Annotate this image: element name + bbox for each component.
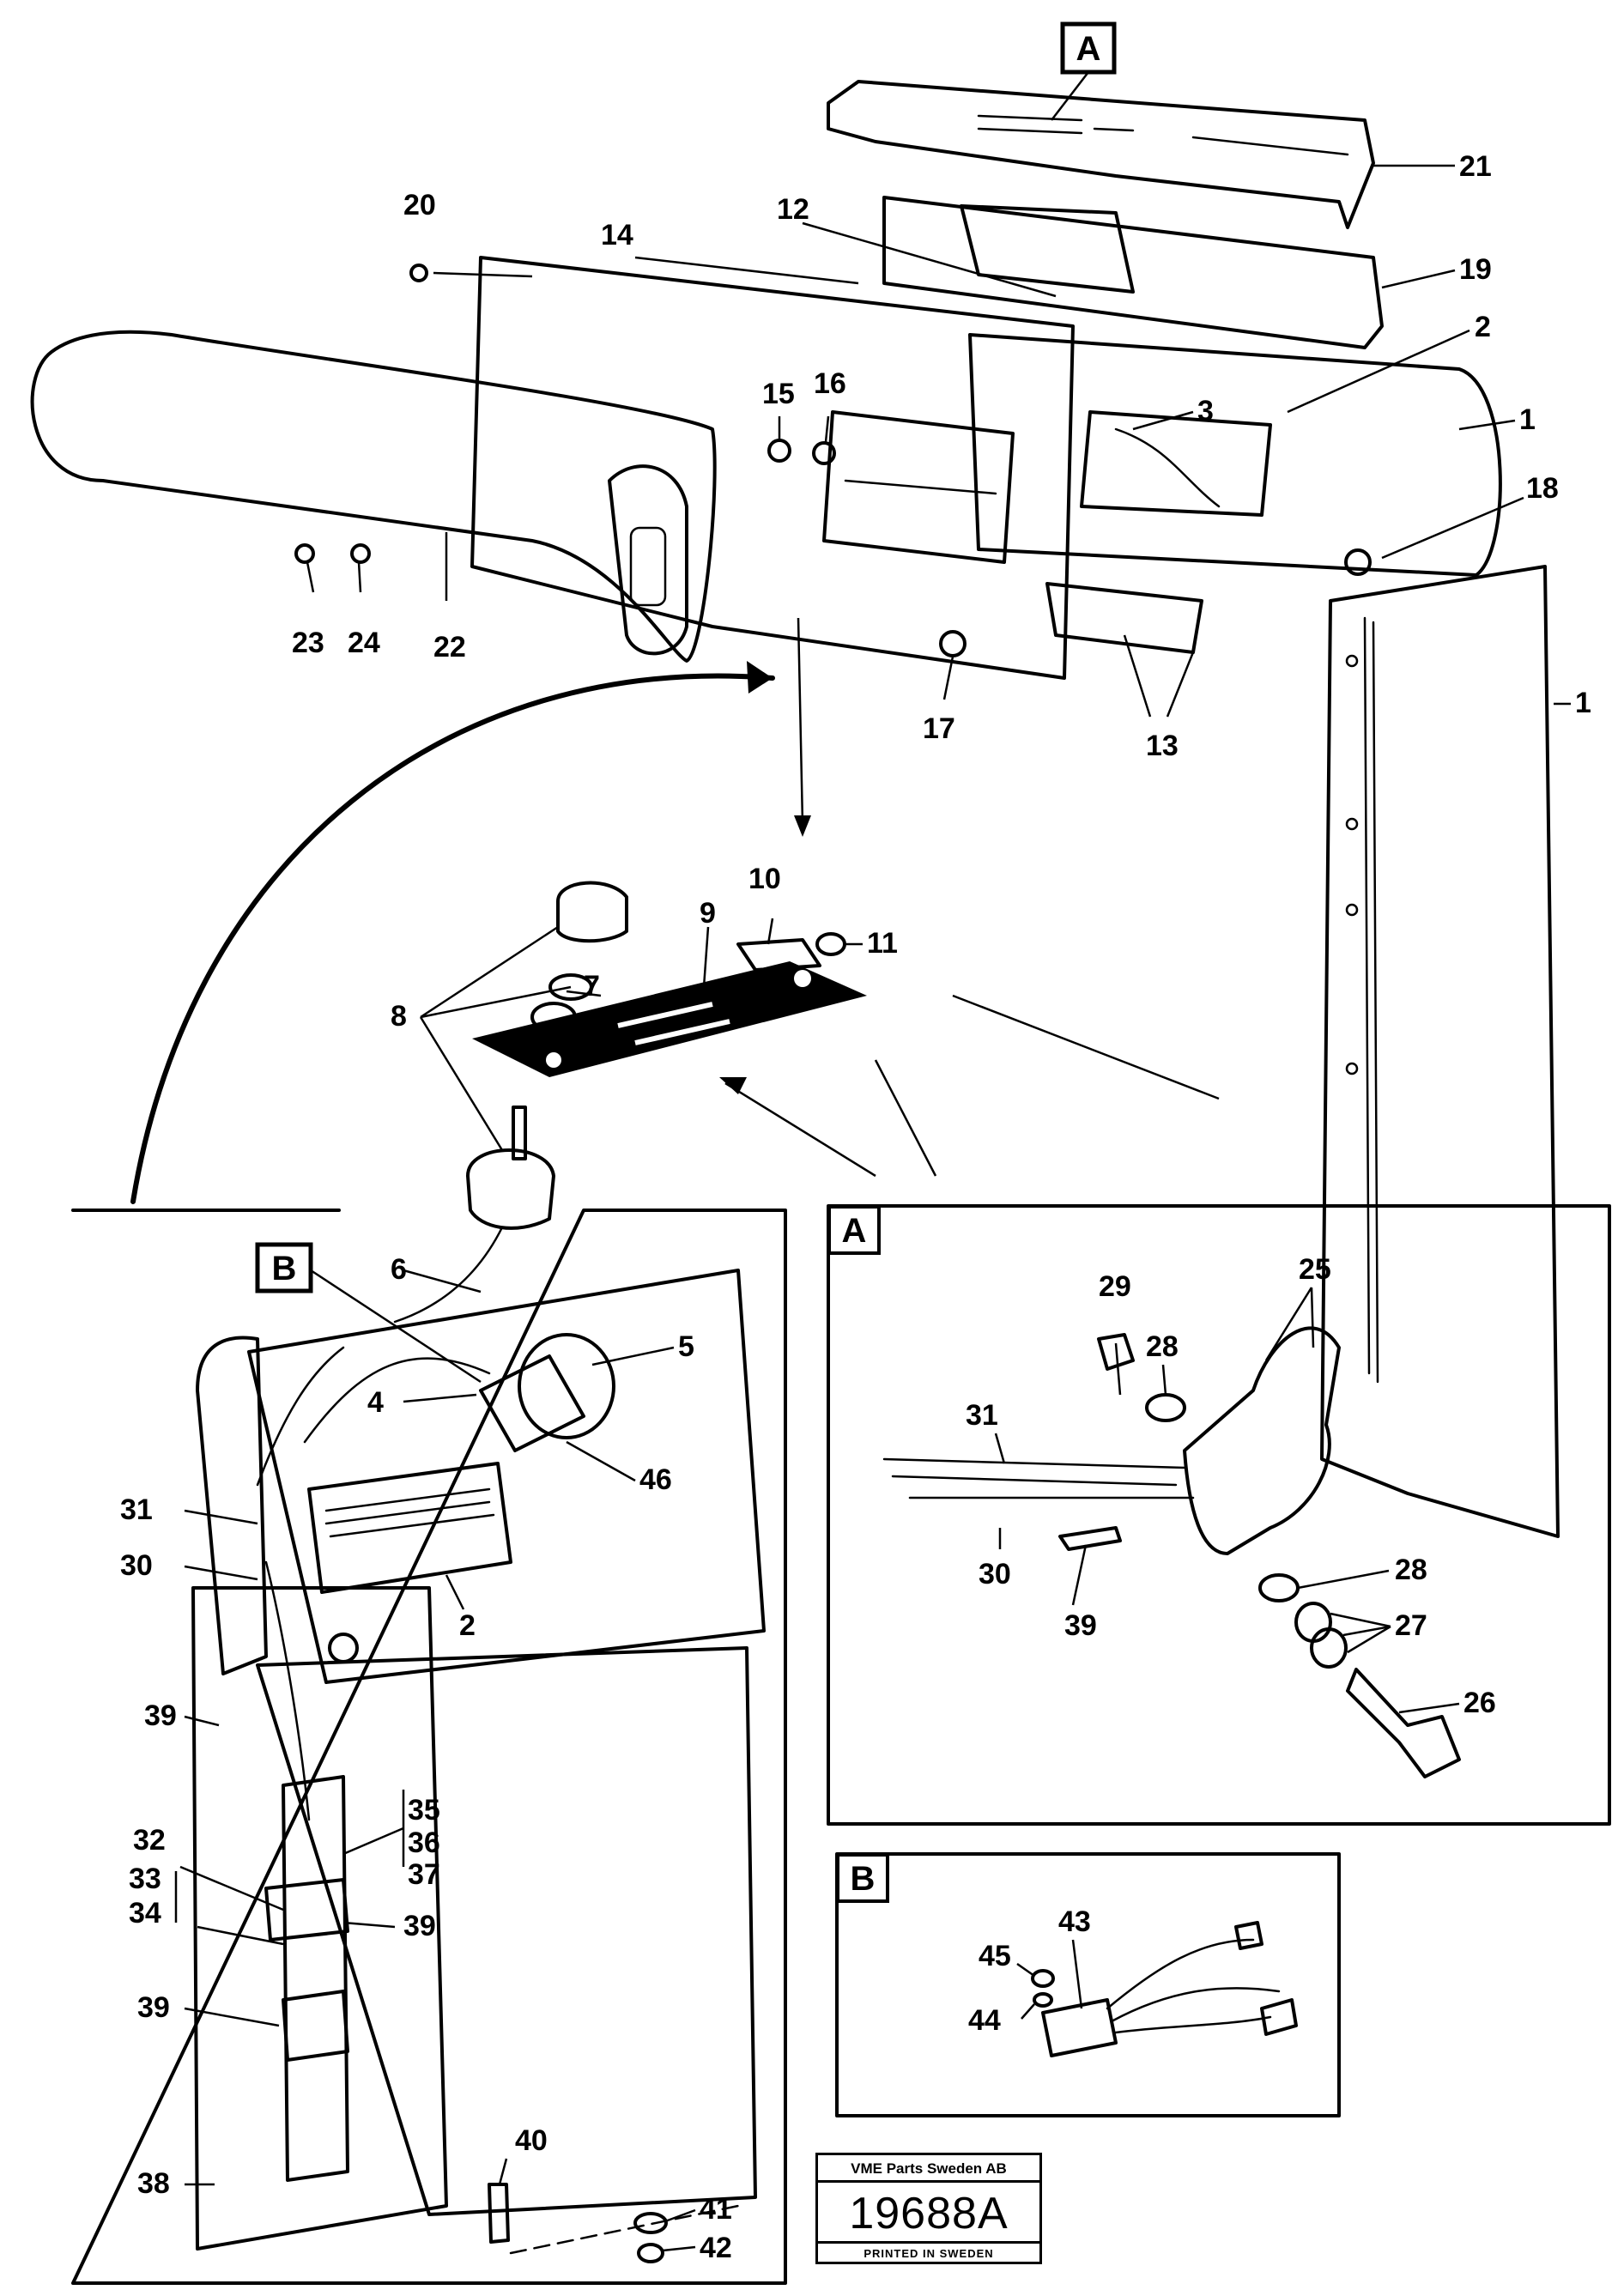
heater-housing-assembly (30, 80, 1560, 1538)
callout-36: 36 (408, 1827, 440, 1859)
callout-29: 29 (1099, 1270, 1131, 1303)
detail-b-panel (71, 1209, 787, 2285)
company-name: VME Parts Sweden AB (818, 2155, 1039, 2183)
detail-a-box (827, 1204, 1611, 1826)
callout-5: 5 (678, 1330, 694, 1363)
callout-17: 17 (923, 712, 955, 745)
callout-27: 27 (1395, 1609, 1427, 1642)
callout-44: 44 (968, 2004, 1001, 2037)
callout-24: 24 (348, 627, 380, 659)
callout-14: 14 (601, 219, 633, 251)
callout-39-d: 39 (1064, 1609, 1097, 1642)
title-block: VME Parts Sweden AB 19688A PRINTED IN SW… (815, 2153, 1042, 2264)
tag-b-panel-label: B (272, 1250, 297, 1287)
callout-10: 10 (748, 863, 781, 895)
callout-31-detail: 31 (966, 1399, 998, 1432)
callout-25: 25 (1299, 1253, 1331, 1286)
callout-19: 19 (1459, 253, 1492, 286)
callout-38: 38 (137, 2167, 170, 2200)
callout-20: 20 (403, 189, 436, 221)
callout-30-detail: 30 (979, 1558, 1011, 1590)
callout-1-right: 1 (1575, 687, 1591, 719)
tag-a-box-label: A (842, 1212, 867, 1250)
callout-8: 8 (391, 1000, 407, 1033)
callout-30-left: 30 (120, 1549, 153, 1582)
callout-2-detail: 2 (459, 1609, 476, 1642)
callout-numbers: 21 19 2 3 1 18 1 12 14 20 15 16 17 13 23… (120, 150, 1591, 2264)
callout-16: 16 (814, 367, 846, 400)
callout-3: 3 (1197, 395, 1214, 427)
callout-46: 46 (639, 1463, 672, 1496)
callout-13: 13 (1146, 730, 1179, 762)
callout-18: 18 (1526, 472, 1559, 505)
callout-41: 41 (700, 2193, 732, 2226)
callout-6: 6 (391, 1253, 407, 1286)
callout-4: 4 (367, 1386, 384, 1419)
callout-37: 37 (408, 1858, 440, 1891)
callout-7: 7 (584, 970, 600, 1003)
callout-39-c: 39 (137, 1991, 170, 2024)
printed-in-label: PRINTED IN SWEDEN (818, 2241, 1039, 2262)
tag-b-box: B (836, 1853, 889, 1903)
tag-a-top: A (1051, 21, 1117, 121)
callout-43: 43 (1058, 1905, 1091, 1938)
callout-31-left: 31 (120, 1493, 153, 1526)
control-panel-group (393, 881, 867, 1324)
callout-15: 15 (762, 378, 795, 410)
drawing-number: 19688A (849, 2189, 1009, 2238)
callout-22: 22 (433, 631, 466, 663)
callout-39-b: 39 (403, 1910, 436, 1942)
callout-1-top: 1 (1519, 403, 1536, 436)
callout-32: 32 (133, 1824, 166, 1857)
callout-42: 42 (700, 2232, 732, 2264)
callout-33: 33 (129, 1863, 161, 1895)
callout-34: 34 (129, 1897, 161, 1929)
callout-45: 45 (979, 1940, 1011, 1972)
callout-28-top: 28 (1146, 1330, 1179, 1363)
callout-23: 23 (292, 627, 324, 659)
callout-9: 9 (700, 897, 716, 930)
connection-lines (130, 617, 1220, 1204)
callout-2-top: 2 (1475, 311, 1491, 343)
callout-40: 40 (515, 2124, 548, 2157)
tag-b-box-label: B (851, 1860, 876, 1898)
callout-35: 35 (408, 1794, 440, 1827)
callout-28-bottom: 28 (1395, 1554, 1427, 1586)
leader-lines (174, 164, 1571, 2252)
detail-b-box (835, 1852, 1341, 2117)
callout-39-a: 39 (144, 1699, 177, 1732)
tag-b-panel: B (255, 1242, 482, 1384)
callout-21: 21 (1459, 150, 1492, 183)
tag-a-top-label: A (1076, 30, 1101, 68)
callout-12: 12 (777, 193, 809, 226)
callout-26: 26 (1463, 1687, 1496, 1719)
callout-11: 11 (867, 927, 898, 960)
tag-a-box: A (827, 1205, 881, 1255)
